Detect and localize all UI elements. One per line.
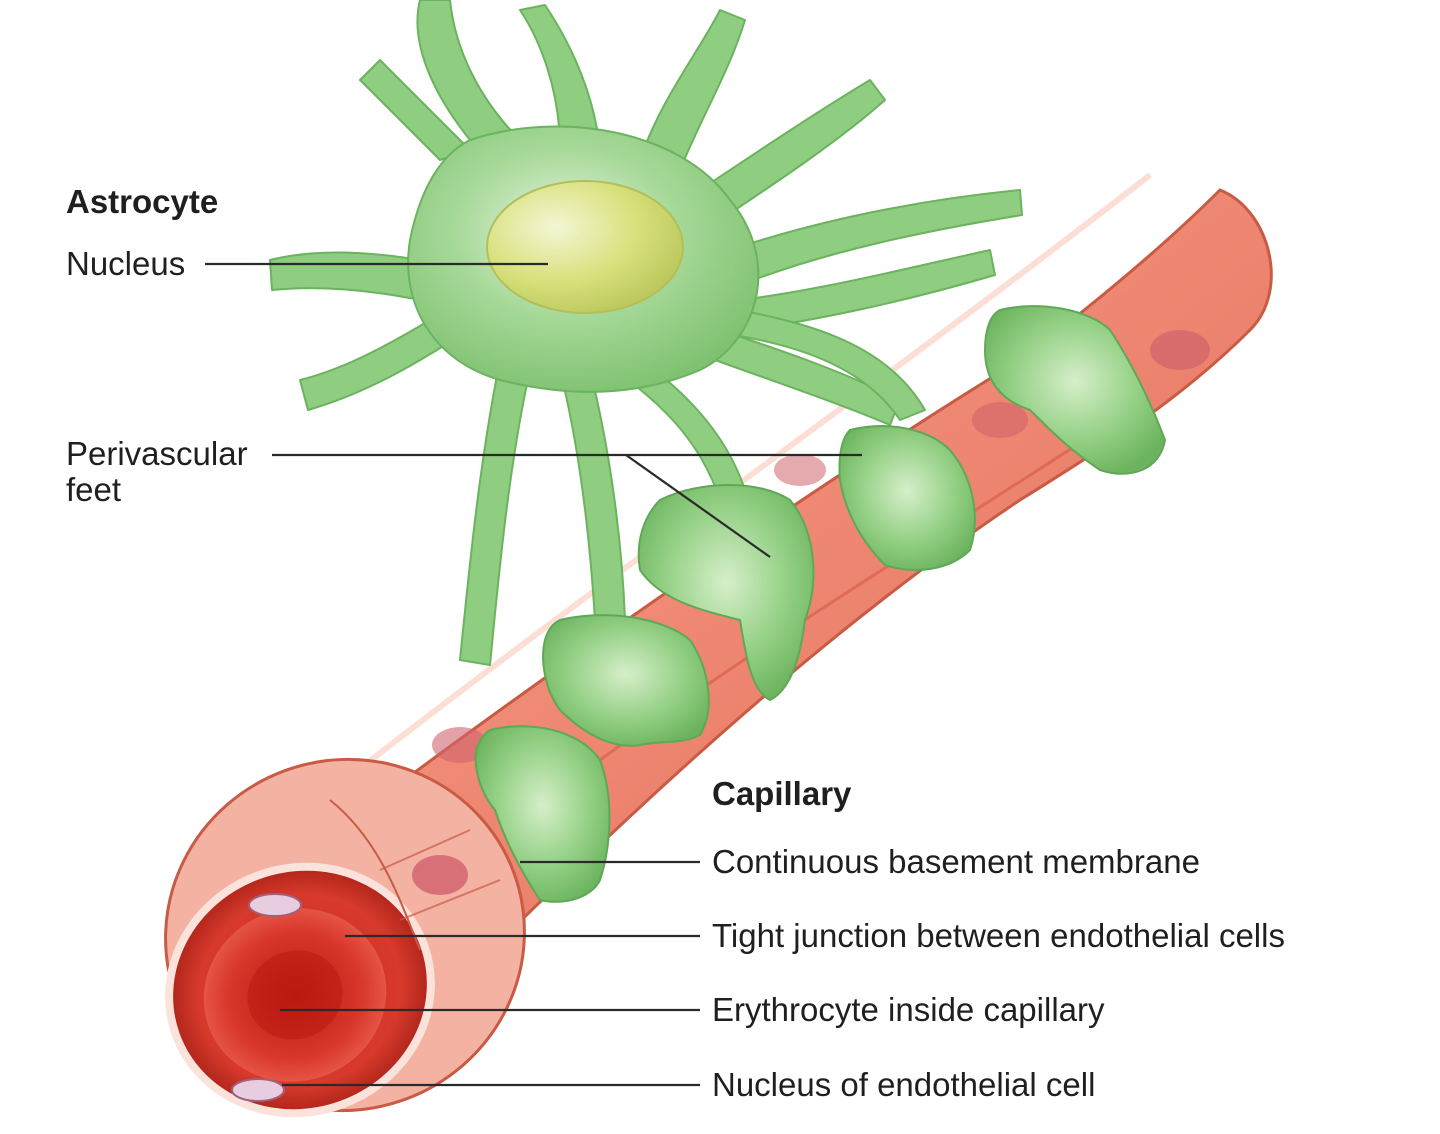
capillary-heading: Capillary <box>712 775 852 812</box>
perivascular-foot <box>637 484 815 701</box>
perivascular-foot <box>984 305 1166 475</box>
endothelial-nucleus <box>774 454 826 486</box>
endothelial-nucleus <box>1150 330 1210 370</box>
erythrocyte-label: Erythrocyte inside capillary <box>712 991 1105 1028</box>
astrocyte-nucleus <box>486 180 684 314</box>
endothelial-nucleus <box>972 402 1028 438</box>
perivascular-feet <box>474 305 1166 903</box>
endothelial-nucleus <box>412 855 468 895</box>
tight-junction-label: Tight junction between endothelial cells <box>712 917 1285 954</box>
endothelial-nucleus <box>432 727 488 763</box>
perivascular-feet-label-line2: feet <box>66 471 122 508</box>
perivascular-foot <box>838 425 976 571</box>
endothelial-nucleus <box>248 893 302 917</box>
astrocyte-heading: Astrocyte <box>66 183 219 220</box>
nucleus-label: Nucleus <box>66 245 186 282</box>
endothelial-nucleus <box>231 1078 285 1102</box>
perivascular-foot <box>474 725 611 903</box>
perivascular-foot <box>542 614 710 747</box>
perivascular-feet-label-line1: Perivascular <box>66 435 248 472</box>
basement-membrane-label: Continuous basement membrane <box>712 843 1200 880</box>
perivascular-feet-label: Perivascular feet <box>66 436 248 508</box>
leader-lines <box>205 262 862 1087</box>
endothelial-nucleus-label: Nucleus of endothelial cell <box>712 1066 1096 1103</box>
